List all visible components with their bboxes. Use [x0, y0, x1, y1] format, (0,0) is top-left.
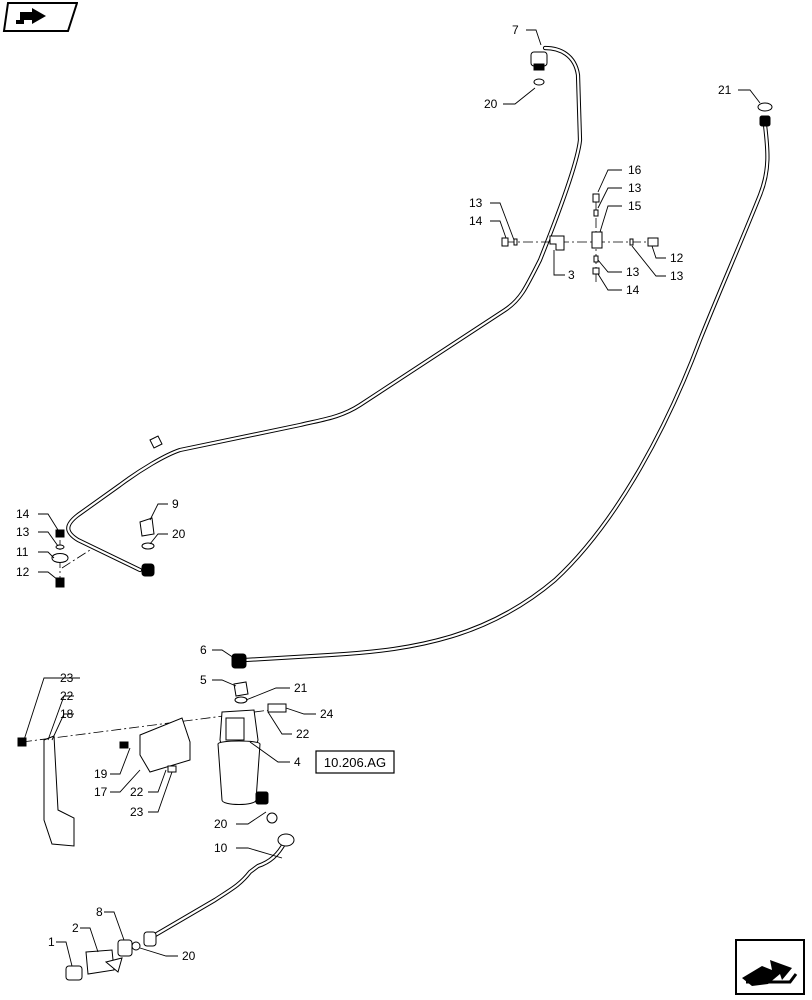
fitting-part-21-top	[757, 102, 773, 127]
callout-5: 5	[200, 673, 207, 687]
fitting-part-5	[233, 681, 249, 704]
callout-9: 9	[172, 497, 179, 511]
callout-17: 17	[94, 785, 108, 799]
callout-13-d: 13	[670, 269, 684, 283]
fuel-line-upper-left	[66, 45, 583, 573]
reference-link-label: 10.206.AG	[324, 755, 386, 770]
next-page-arrow-icon[interactable]	[734, 938, 806, 996]
callout-11: 11	[16, 545, 29, 559]
fastener-stack-left	[51, 529, 91, 588]
callout-13-c: 13	[626, 265, 640, 279]
callout-18: 18	[60, 707, 74, 721]
pipe-clip-small	[149, 435, 163, 449]
callout-14-a: 14	[469, 214, 483, 228]
callout-4: 4	[294, 755, 301, 769]
callout-10: 10	[214, 841, 228, 855]
fitting-part-20-lower	[131, 931, 157, 951]
callout-19: 19	[94, 767, 108, 781]
callout-16: 16	[628, 163, 642, 177]
fuel-line-right-return	[242, 122, 770, 663]
callout-13-e: 13	[16, 525, 30, 539]
callout-14-b: 14	[626, 283, 640, 297]
callout-22-c: 22	[130, 785, 144, 799]
callout-13-b: 13	[469, 196, 483, 210]
callout-23-b: 23	[130, 805, 144, 819]
callout-15: 15	[628, 199, 642, 213]
clip-assembly-3	[501, 193, 659, 282]
callout-3: 3	[568, 268, 575, 282]
heat-shield-part-18	[17, 735, 75, 847]
washer-part-20-top	[533, 78, 545, 86]
callout-20-b: 20	[172, 527, 186, 541]
callout-labels: 7 20 21 16 13 15 13 14 3 13 14 12 13 14 …	[16, 23, 732, 963]
fitting-part-8	[117, 939, 133, 957]
callout-2: 2	[72, 921, 79, 935]
callout-20-d: 20	[182, 949, 196, 963]
callout-8: 8	[96, 905, 103, 919]
callout-12-b: 12	[16, 565, 30, 579]
callout-20-c: 20	[214, 817, 228, 831]
fuel-filter-part-4	[21, 703, 287, 805]
fitting-part-20-mid	[266, 812, 295, 847]
callout-21-b: 21	[294, 681, 308, 695]
callout-13-a: 13	[628, 181, 642, 195]
valve-part-2	[85, 949, 123, 975]
callout-22-b: 22	[60, 689, 74, 703]
callout-24: 24	[320, 707, 334, 721]
fitting-part-9	[139, 517, 155, 577]
callout-14-c: 14	[16, 507, 30, 521]
callout-21-top: 21	[718, 83, 732, 97]
callout-1: 1	[48, 935, 55, 949]
callout-23-a: 23	[60, 671, 74, 685]
callout-7: 7	[512, 23, 519, 37]
fuel-line-lower-10	[147, 839, 288, 941]
callout-22-a: 22	[296, 727, 310, 741]
connector-part-1	[65, 965, 83, 981]
reference-link-10-206-ag[interactable]: 10.206.AG	[315, 750, 395, 774]
fitting-part-7	[530, 51, 548, 71]
leader-lines	[23, 29, 761, 967]
callout-20-top: 20	[484, 97, 498, 111]
callout-12-a: 12	[670, 251, 684, 265]
mounting-bracket-part-17	[119, 717, 191, 773]
book-arrow-icon[interactable]	[2, 2, 78, 32]
callout-6: 6	[200, 643, 207, 657]
fitting-part-6	[231, 653, 247, 669]
